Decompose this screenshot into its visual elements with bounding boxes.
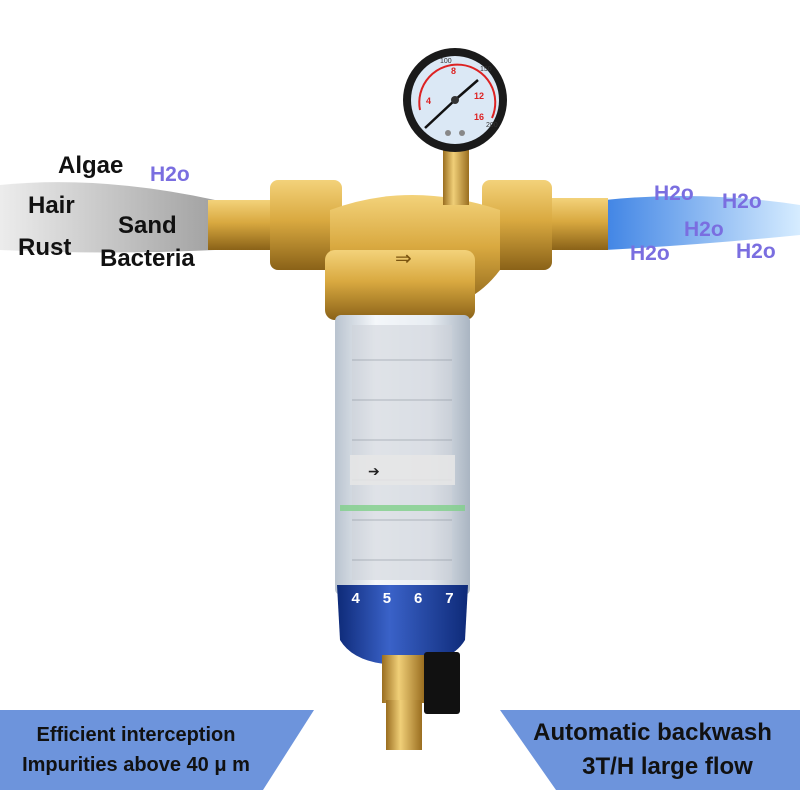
gauge-inner-12: 12: [474, 91, 485, 101]
drain-valve-handle: [424, 652, 460, 714]
svg-text:➔: ➔: [368, 463, 380, 479]
svg-text:⇒: ⇒: [395, 246, 412, 270]
right-banner-text: Automatic backwash 3T/H large flow: [510, 716, 795, 784]
left-banner-text: Efficient interception Impurities above …: [6, 720, 266, 780]
label-bacteria: Bacteria: [100, 245, 195, 272]
left-banner-line1: Efficient interception: [36, 724, 236, 746]
gauge-stem: [443, 145, 469, 205]
label-sand: Sand: [118, 212, 177, 239]
bowl-scale-4: 4: [351, 590, 360, 607]
mesh-screen: [352, 325, 452, 580]
right-banner-line2: 3T/H large flow: [582, 753, 753, 780]
gauge-inner-8: 8: [451, 66, 457, 76]
label-h2o-out-4: H2o: [630, 242, 670, 265]
gauge-outer-100: 100: [440, 58, 452, 65]
dirty-water-stream: [0, 182, 215, 253]
left-banner-line2: Impurities above 40 μ m: [22, 754, 250, 776]
gauge-outer-150: 150: [480, 66, 492, 73]
label-h2o-out-1: H2o: [654, 182, 694, 205]
bowl-scale-7: 7: [445, 590, 454, 607]
bowl-scale-6: 6: [413, 590, 423, 607]
inlet-nut: [270, 180, 342, 270]
label-h2o-out-2: H2o: [722, 190, 762, 213]
gauge-inner-4: 4: [426, 96, 432, 106]
clean-water-stream: [605, 196, 800, 250]
right-banner: [500, 710, 800, 790]
hose-barb: [386, 700, 422, 750]
label-h2o-out-3: H2o: [684, 218, 724, 241]
right-banner-line1: Automatic backwash: [533, 719, 772, 746]
inlet-thread: [208, 200, 278, 250]
outlet-thread: [548, 198, 608, 250]
label-algae: Algae: [58, 152, 124, 179]
left-banner: [0, 710, 314, 790]
label-rust: Rust: [18, 234, 72, 261]
gauge-outer-200: 200: [486, 122, 498, 129]
gauge-needle: [424, 99, 456, 129]
label-h2o-out-5: H2o: [736, 240, 776, 263]
bowl-scale-5: 5: [382, 590, 392, 607]
bowl-base: [337, 585, 468, 665]
bowl-scale: 4 5 6 7: [340, 590, 465, 607]
label-hair: Hair: [28, 192, 75, 219]
gauge-inner-16: 16: [474, 112, 485, 122]
drain-valve: [382, 655, 424, 703]
label-h2o-in: H2o: [150, 163, 190, 186]
